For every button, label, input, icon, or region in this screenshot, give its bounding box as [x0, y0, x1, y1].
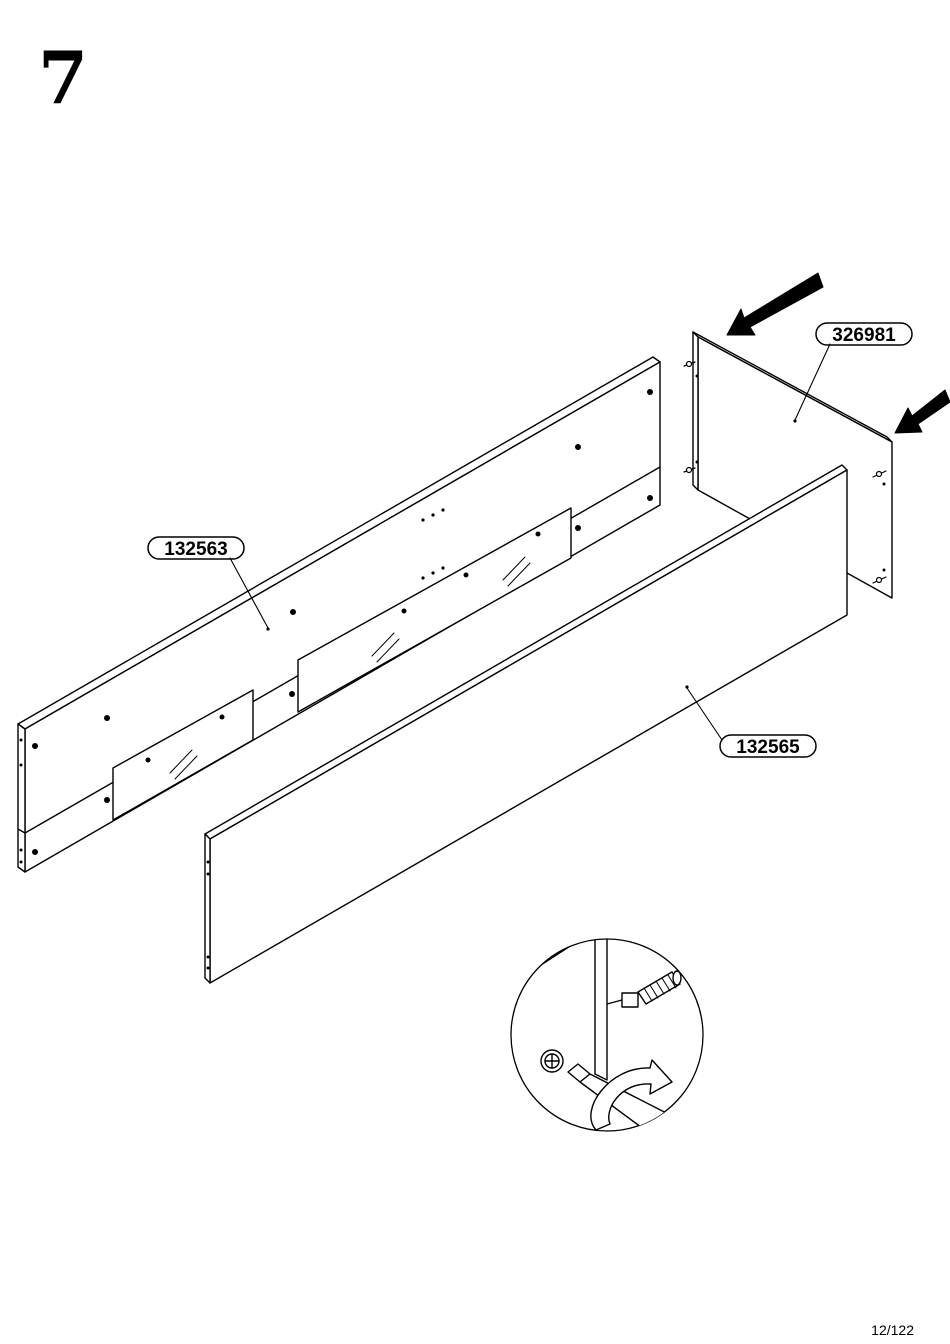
- insert-arrow-right: [895, 390, 950, 433]
- part-number-front-panel: 132565: [736, 737, 800, 758]
- insert-arrow-top: [727, 273, 823, 335]
- part-number-side-panel: 326981: [832, 325, 896, 346]
- part-number-back-panel: 132563: [164, 539, 227, 560]
- side-panel-side: [693, 332, 698, 490]
- detail-callout: [510, 930, 716, 1165]
- front-panel-side: [205, 834, 210, 983]
- page-number: 12/122: [871, 1322, 914, 1338]
- cam-lock-icon: [541, 1050, 563, 1072]
